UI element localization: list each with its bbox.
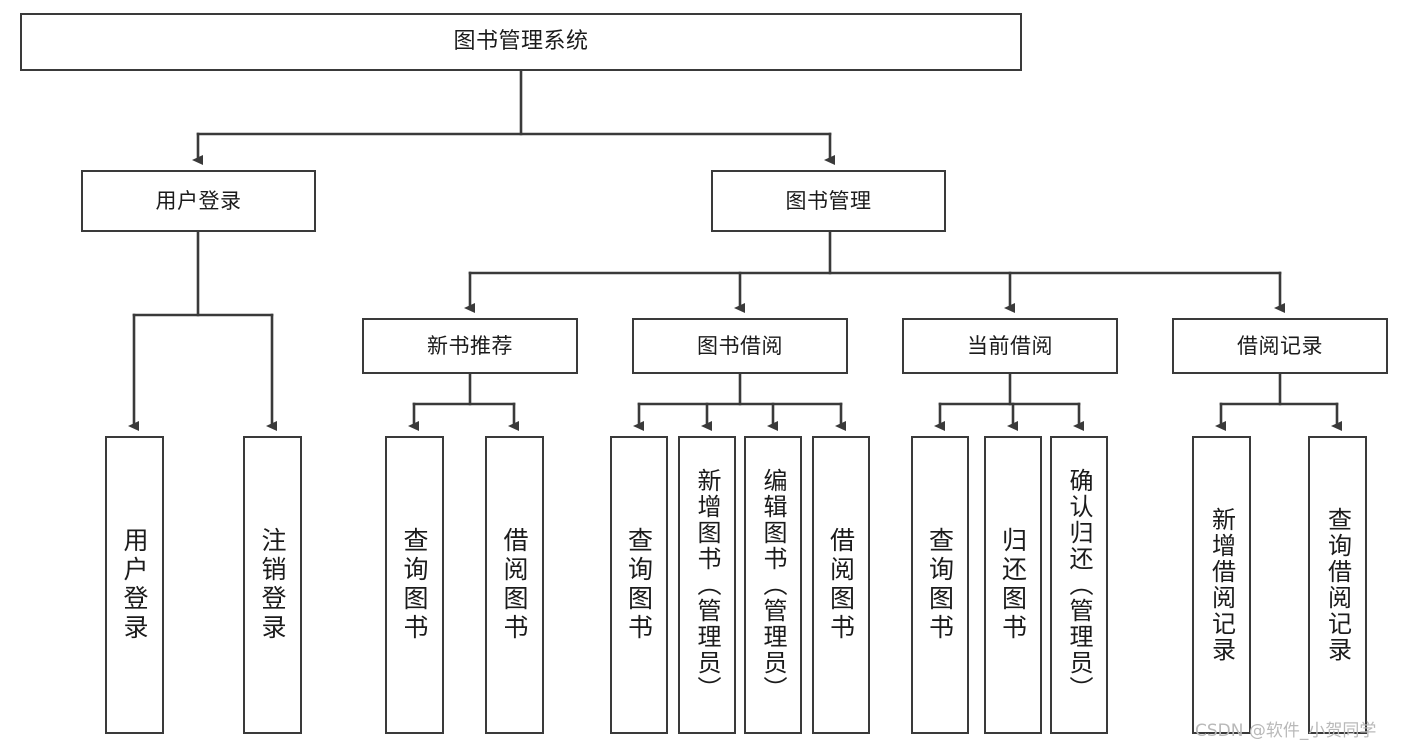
- node-label: 用户登录: [120, 527, 149, 643]
- node-label: 借阅图书: [500, 527, 529, 643]
- node-leaf-confirm-return[interactable]: 确认归还（管理员）: [1050, 436, 1108, 734]
- node-label: 查询图书: [624, 527, 654, 643]
- node-label: 图书管理系统: [453, 29, 589, 55]
- node-book-borrow[interactable]: 图书借阅: [632, 318, 848, 374]
- node-new-book-recommend[interactable]: 新书推荐: [362, 318, 578, 374]
- node-label: 查询图书: [925, 527, 955, 643]
- node-label: 新书推荐: [427, 333, 513, 358]
- node-leaf-borrow-book-1[interactable]: 借阅图书: [485, 436, 544, 734]
- node-leaf-query-borrow-record[interactable]: 查询借阅记录: [1308, 436, 1367, 734]
- node-leaf-edit-book[interactable]: 编辑图书（管理员）: [744, 436, 802, 734]
- node-label: 新增借阅记录: [1207, 507, 1236, 663]
- node-leaf-query-book-1[interactable]: 查询图书: [385, 436, 444, 734]
- node-book-manage[interactable]: 图书管理: [711, 170, 946, 232]
- node-leaf-return-book[interactable]: 归还图书: [984, 436, 1042, 734]
- node-leaf-borrow-book-2[interactable]: 借阅图书: [812, 436, 870, 734]
- node-label: 查询图书: [400, 527, 429, 643]
- node-label: 借阅图书: [826, 527, 856, 643]
- node-leaf-query-book-2[interactable]: 查询图书: [610, 436, 668, 734]
- node-label: 注销登录: [258, 527, 287, 643]
- node-label: 查询借阅记录: [1323, 507, 1352, 663]
- node-current-borrow[interactable]: 当前借阅: [902, 318, 1118, 374]
- node-label: 借阅记录: [1237, 333, 1323, 358]
- node-label: 新增图书（管理员）: [693, 468, 721, 702]
- node-label: 图书借阅: [697, 333, 783, 358]
- node-label: 当前借阅: [967, 333, 1053, 358]
- node-leaf-logout[interactable]: 注销登录: [243, 436, 302, 734]
- node-leaf-query-book-3[interactable]: 查询图书: [911, 436, 969, 734]
- node-root-system[interactable]: 图书管理系统: [20, 13, 1022, 71]
- node-label: 编辑图书（管理员）: [759, 468, 787, 702]
- node-leaf-add-borrow-record[interactable]: 新增借阅记录: [1192, 436, 1251, 734]
- node-leaf-user-login[interactable]: 用户登录: [105, 436, 164, 734]
- node-borrow-record[interactable]: 借阅记录: [1172, 318, 1388, 374]
- node-leaf-add-book[interactable]: 新增图书（管理员）: [678, 436, 736, 734]
- node-label: 归还图书: [998, 527, 1028, 643]
- csdn-watermark: CSDN @软件_小贺同学: [1195, 721, 1377, 741]
- node-label: 用户登录: [155, 188, 242, 213]
- node-label: 确认归还（管理员）: [1065, 468, 1093, 702]
- node-user-login[interactable]: 用户登录: [81, 170, 316, 232]
- node-label: 图书管理: [785, 188, 872, 213]
